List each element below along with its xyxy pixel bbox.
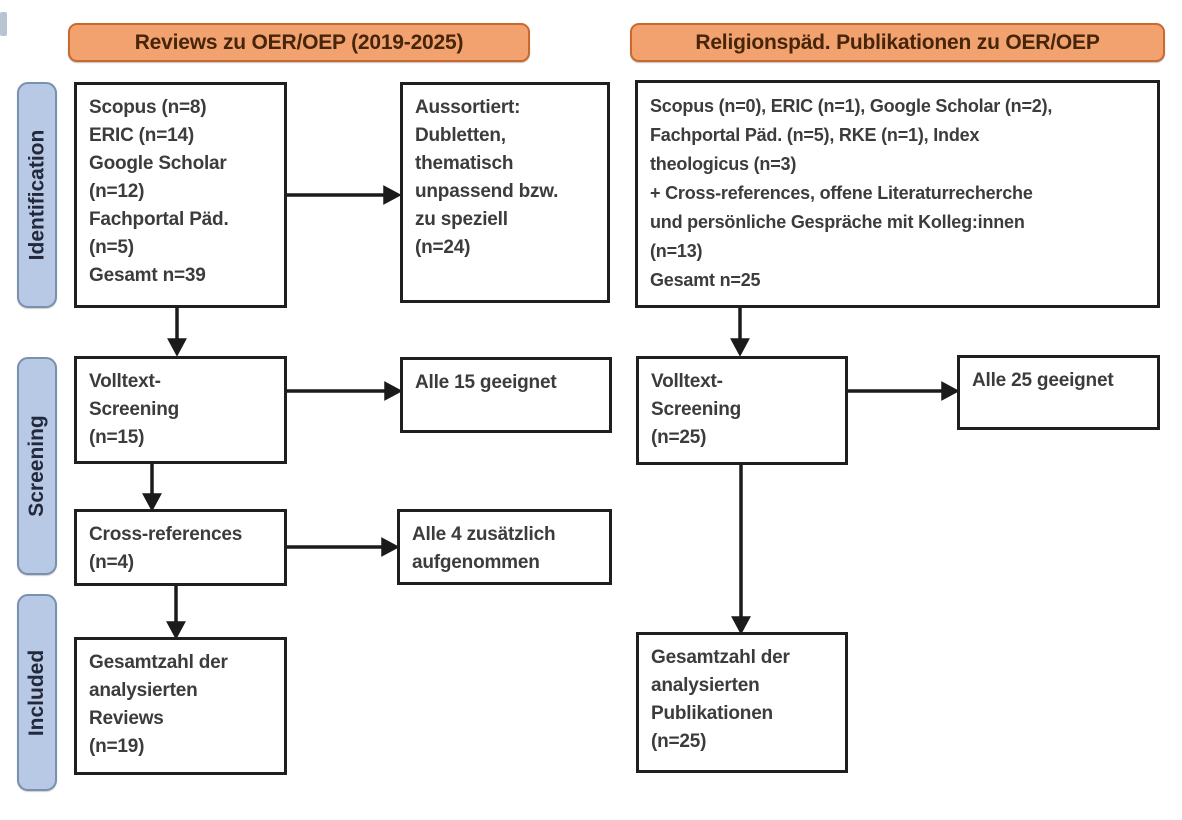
right-included-total-box: Gesamtzahl der analysierten Publikatione… <box>636 632 848 773</box>
stage-label-included-text: Included <box>25 649 48 736</box>
left-included-total-box: Gesamtzahl der analysierten Reviews (n=1… <box>74 637 287 775</box>
arrowhead <box>383 185 402 205</box>
edge-artifact <box>0 12 7 36</box>
arrowhead <box>730 338 750 357</box>
stage-label-identification: Identification <box>17 82 57 308</box>
arrowhead <box>384 381 403 401</box>
arrowhead <box>166 621 186 640</box>
stage-label-identification-text: Identification <box>25 129 49 261</box>
left-crossref-result-box: Alle 4 zusätzlich aufgenommen <box>397 509 612 585</box>
left-fulltext-screening-box: Volltext- Screening (n=15) <box>74 356 287 464</box>
column-header-reviews: Reviews zu OER/OEP (2019-2025) <box>68 23 530 62</box>
left-sources-box: Scopus (n=8) ERIC (n=14) Google Scholar … <box>74 82 287 308</box>
arrowhead <box>142 493 162 512</box>
column-header-religionspaed-label: Religionspäd. Publikationen zu OER/OEP <box>695 30 1100 54</box>
arrowhead <box>941 381 960 401</box>
left-fulltext-result-box: Alle 15 geeignet <box>400 357 612 433</box>
stage-label-screening-text: Screening <box>25 415 49 517</box>
left-excluded-box: Aussortiert: Dubletten, thematisch unpas… <box>400 82 610 303</box>
stage-label-screening: Screening <box>17 357 57 575</box>
right-fulltext-screening-box: Volltext- Screening (n=25) <box>636 356 848 465</box>
arrowhead <box>167 338 187 357</box>
arrowhead <box>731 616 751 635</box>
stage-label-included: Included <box>17 594 57 791</box>
right-sources-box: Scopus (n=0), ERIC (n=1), Google Scholar… <box>635 80 1160 308</box>
left-crossreferences-box: Cross-references (n=4) <box>74 509 287 586</box>
arrowhead <box>381 537 400 557</box>
right-fulltext-result-box: Alle 25 geeignet <box>957 355 1160 430</box>
column-header-reviews-label: Reviews zu OER/OEP (2019-2025) <box>134 30 464 54</box>
column-header-religionspaed: Religionspäd. Publikationen zu OER/OEP <box>630 23 1165 62</box>
